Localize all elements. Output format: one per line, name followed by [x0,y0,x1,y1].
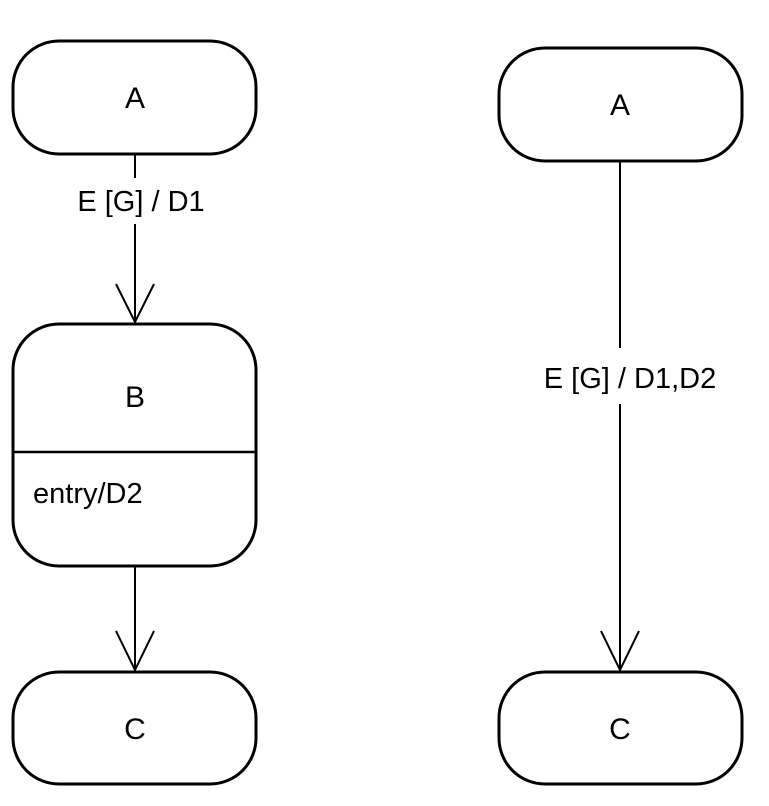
state-entry-action: entry/D2 [33,478,143,510]
state-name: C [124,713,146,746]
transition-a-b-label: E [G] / D1 [77,186,204,218]
state-box [11,670,258,786]
left-state-c: C [11,670,258,786]
left-state-a: A [11,39,258,156]
left-state-b: B entry/D2 [11,322,258,568]
state-name: A [125,82,145,115]
state-name: B [125,381,145,414]
right-diagram: E [G] / D1,D2 A C [497,46,745,786]
state-box [11,39,258,156]
state-box [497,46,744,163]
left-diagram: E [G] / D1 A B entry/D2 C [11,39,258,786]
transition-a-b-arrowhead [115,283,155,325]
state-name: A [610,89,630,122]
state-box [497,670,744,786]
transition-a-c-arrowhead [600,630,640,673]
transition-b-c-arrowhead [115,630,155,673]
state-name: C [609,713,631,746]
transition-a-c-label-bg [515,348,745,404]
transition-a-b-label-bg [60,178,220,224]
transition-a-c-label: E [G] / D1,D2 [544,363,716,395]
right-state-a: A [497,46,744,163]
state-box [11,322,258,568]
right-state-c: C [497,670,744,786]
